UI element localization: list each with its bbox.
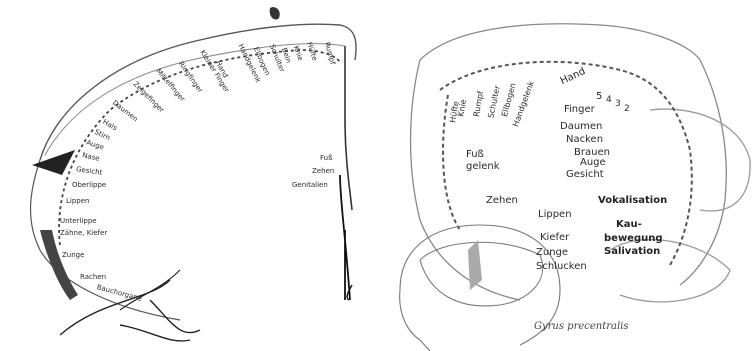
label-r-fuss: Fuß [466,150,484,160]
label-r-schlucken: Schlucken [536,262,587,272]
label-r-nacken: Nacken [566,135,603,145]
label-r-vokalisation: Vokalisation [598,196,667,206]
label-r-salivation: Salivation [604,247,660,257]
label-r-zehen: Zehen [486,196,518,206]
label-lippen: Lippen [66,198,89,205]
label-r-daumen: Daumen [560,122,602,132]
finger-num-3: 3 [615,100,621,109]
finger-num-4: 4 [606,96,612,105]
label-r-zunge: Zunge [536,248,568,258]
label-unterlippe: Unterlippe [60,218,97,225]
label-zunge: Zunge [62,252,84,259]
label-r-gesicht: Gesicht [566,170,604,180]
label-r-lippen: Lippen [538,210,572,220]
caption-gyrus: Gyrus precentralis [534,322,629,332]
finger-num-5: 5 [596,92,602,102]
label-zehen: Zehen [312,168,334,175]
label-r-bewegung: bewegung [604,234,663,244]
label-genitalien: Genitalien [292,182,328,189]
label-fuss: Fuß [320,155,333,162]
finger-num-2: 2 [624,105,630,114]
label-rachen: Rachen [80,274,106,281]
label-zaehne-kiefer: Zähne, Kiefer [60,230,107,237]
label-oberlippe: Oberlippe [72,182,106,189]
label-r-auge: Auge [580,158,606,168]
label-r-kau: Kau- [616,220,642,230]
label-r-finger: Finger [564,105,595,115]
label-r-kiefer: Kiefer [540,233,569,243]
label-r-gelenk: gelenk [466,162,500,172]
